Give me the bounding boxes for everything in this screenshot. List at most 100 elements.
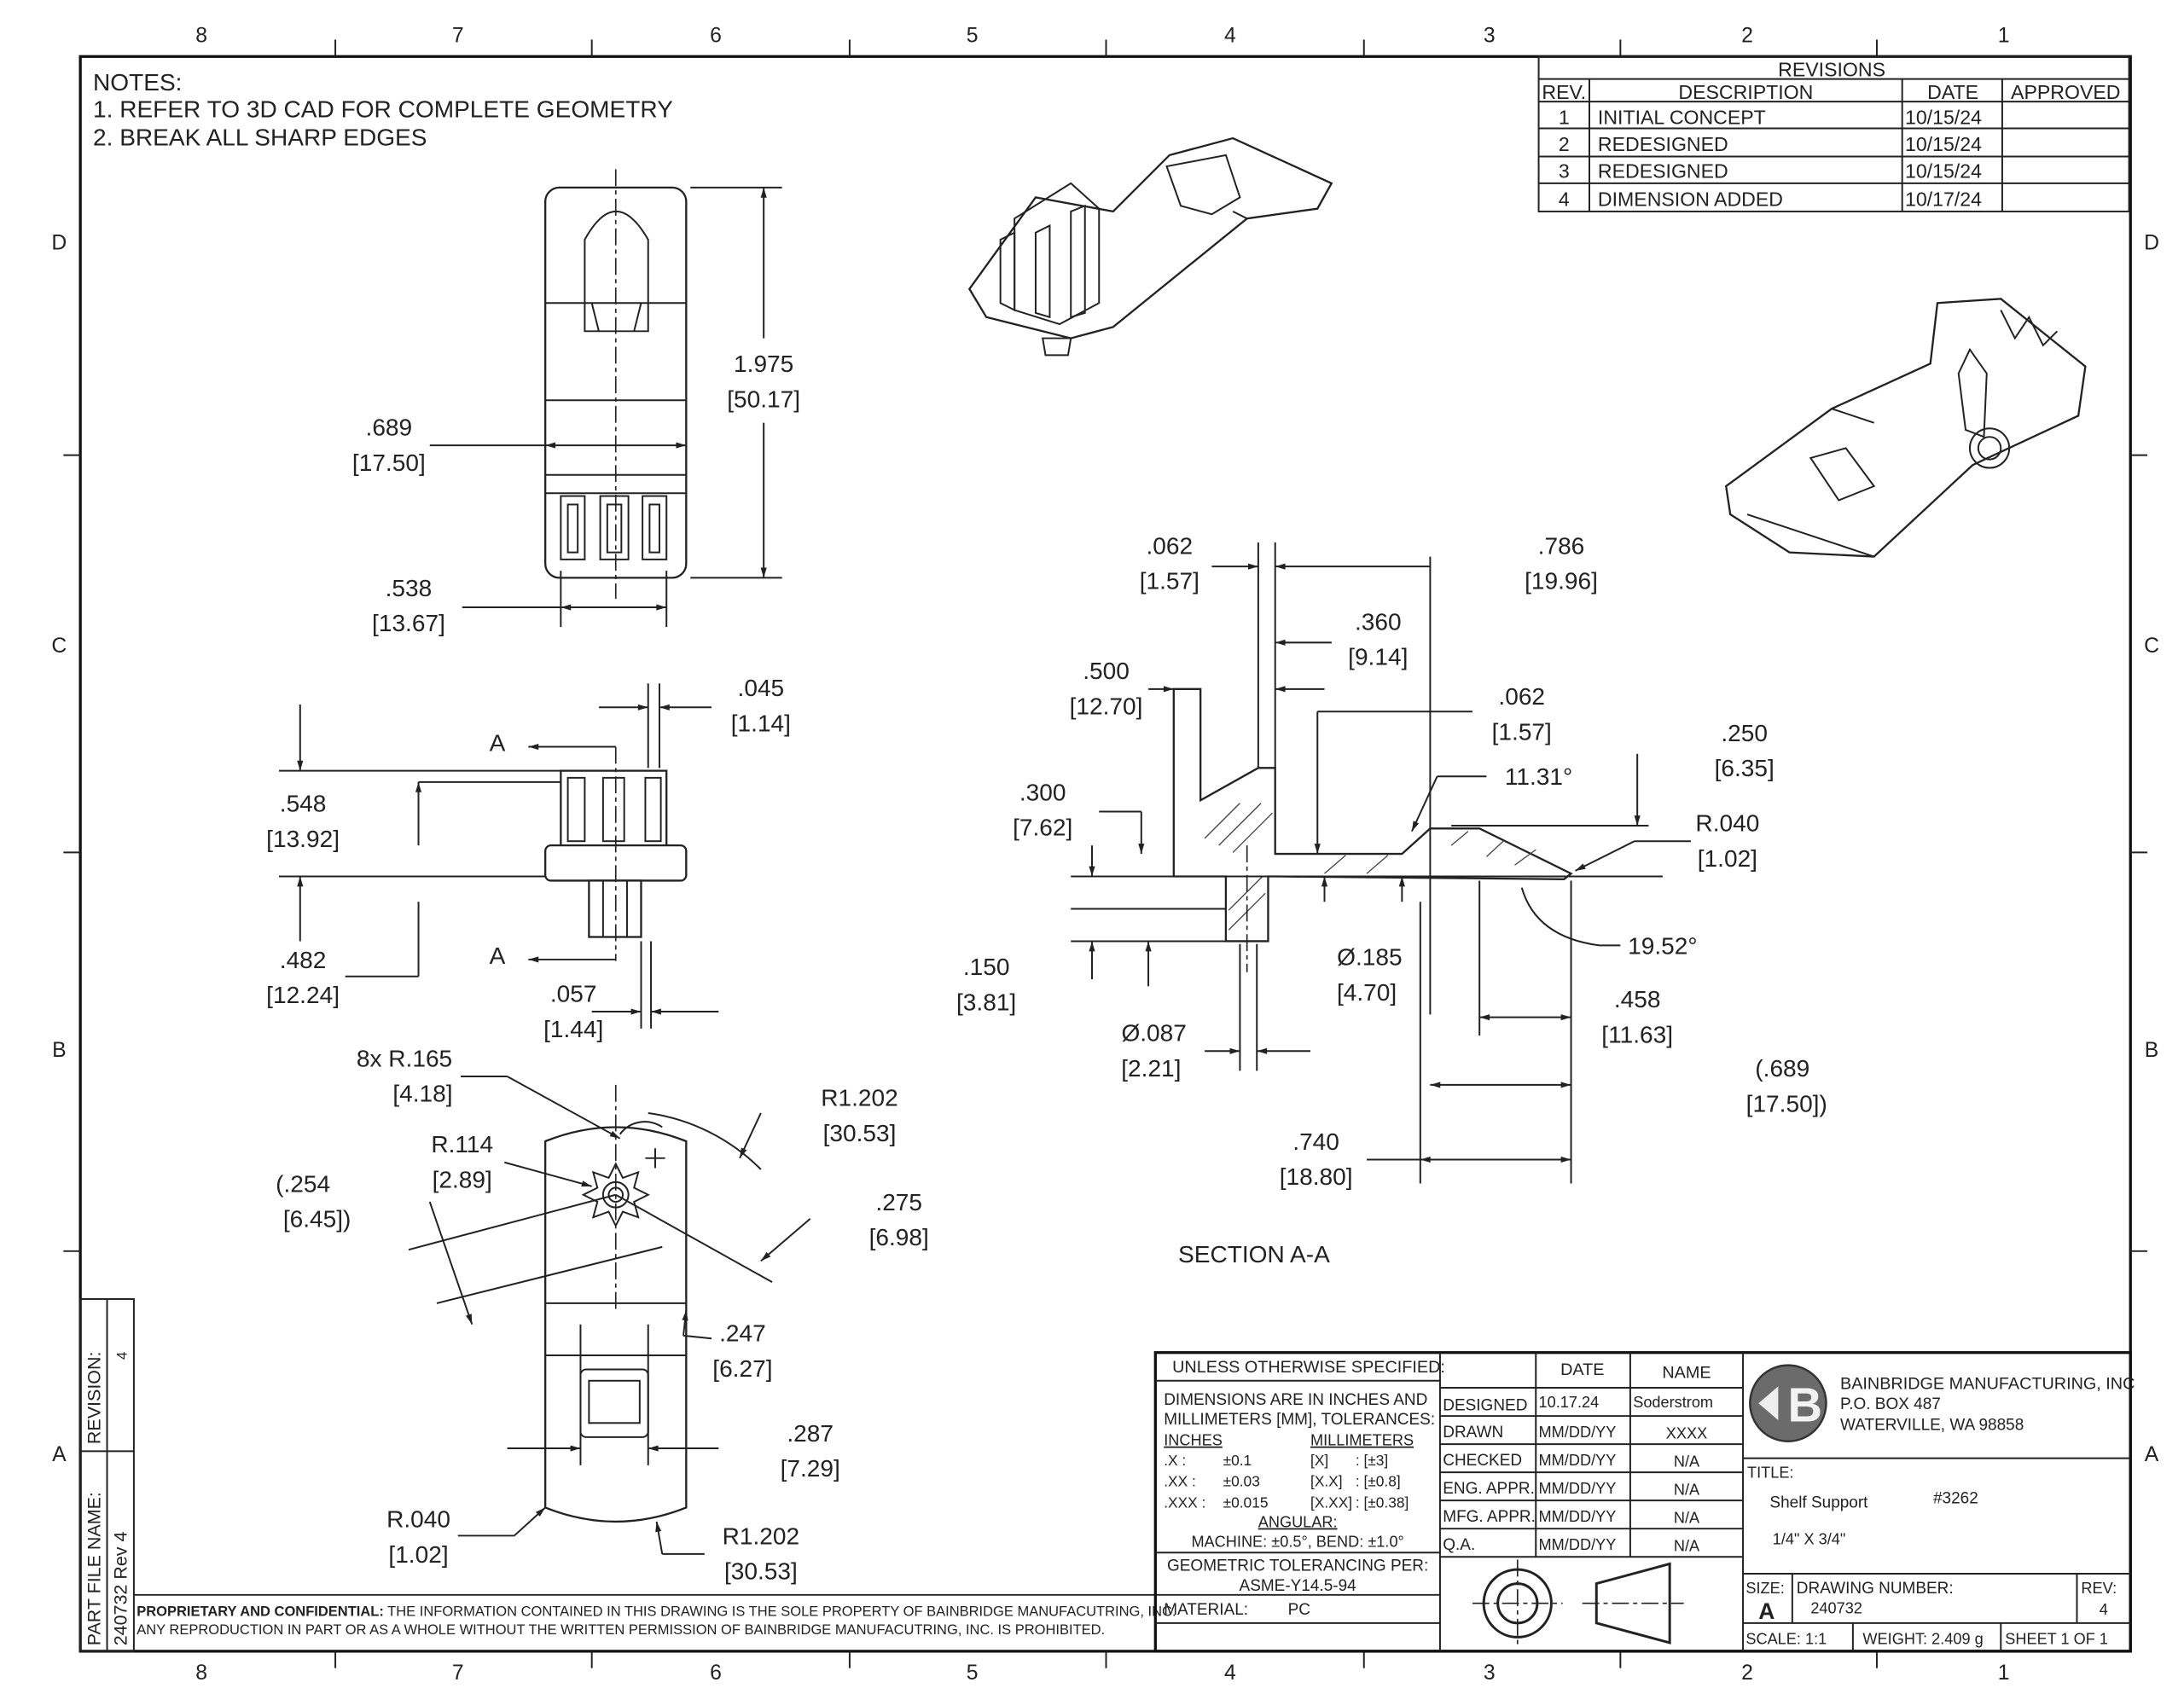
rev-number: 4 <box>1559 188 1570 210</box>
dim-value-mm: [4.70] <box>1337 979 1397 1006</box>
dim-value: .300 <box>1019 779 1066 805</box>
dim-value: .250 <box>1721 720 1768 746</box>
dim-value: 8x R.165 <box>357 1045 452 1071</box>
zone-labels: 8 7 6 5 4 3 2 1 8 7 6 5 4 3 2 1 D C B A … <box>51 25 2159 1685</box>
zone-col: 5 <box>967 25 979 48</box>
isometric-view-2 <box>1724 298 2087 558</box>
dim-value: R.114 <box>431 1131 493 1157</box>
dim-value-mm: [17.50]) <box>1746 1090 1827 1117</box>
rev-date: 10/17/24 <box>1905 188 1982 210</box>
dim-value-mm: [2.21] <box>1121 1055 1181 1082</box>
dim-value: R1.202 <box>821 1085 898 1111</box>
name-header: NAME <box>1662 1363 1711 1382</box>
approval-date: MM/DD/YY <box>1539 1424 1617 1441</box>
dim-value-mm: [1.14] <box>731 710 791 736</box>
dim-value: .689 <box>366 415 413 441</box>
zone-col: 6 <box>710 1662 722 1685</box>
mm-header: MILLIMETERS <box>1310 1432 1414 1449</box>
rev-header: DATE <box>1927 81 1978 103</box>
sheet: SHEET 1 OF 1 <box>2005 1631 2108 1648</box>
approval-role: DRAWN <box>1443 1424 1503 1441</box>
zone-col: 3 <box>1484 25 1496 48</box>
tol-in: .XXX : <box>1164 1494 1205 1511</box>
dim-value-mm: [12.24] <box>266 982 340 1008</box>
dim-value: .150 <box>963 954 1010 980</box>
dim-value-mm: [4.18] <box>392 1081 452 1107</box>
tol-mm: [X.X] <box>1310 1473 1343 1490</box>
angle-value: 11.31° <box>1505 763 1572 790</box>
title-label: TITLE: <box>1747 1465 1793 1482</box>
scale: SCALE: 1:1 <box>1745 1631 1827 1648</box>
zone-row: D <box>2144 232 2159 255</box>
approval-name: N/A <box>1674 1510 1700 1527</box>
dim-value: .062 <box>1147 532 1194 559</box>
dim-value: Ø.087 <box>1121 1020 1186 1047</box>
bottom-view: 8x R.165 [4.18] R1.202 [30.53] R.114 [2.… <box>276 1045 929 1584</box>
top-view: .689 [17.50] 1.975 [50.17] .538 [13.67] <box>352 169 800 636</box>
unless-specified: UNLESS OTHERWISE SPECIFIED: <box>1172 1358 1445 1377</box>
approval-name: XXXX <box>1666 1424 1707 1441</box>
dim-value: .045 <box>738 675 785 701</box>
dim-value: .360 <box>1355 608 1402 635</box>
dims-note: DIMENSIONS ARE IN INCHES AND <box>1164 1391 1427 1409</box>
tol-mm-value: : [±0.8] <box>1356 1473 1401 1490</box>
approval-row: DRAWN MM/DD/YY XXXX <box>1443 1424 1707 1442</box>
rev-label: REV: <box>2081 1580 2117 1597</box>
section-marker: A <box>490 729 506 756</box>
dim-value: .538 <box>386 575 433 601</box>
dim-value: Ø.185 <box>1337 944 1402 971</box>
notes-title: NOTES: <box>93 69 182 96</box>
dim-value-mm: [30.53] <box>724 1558 798 1585</box>
approval-row: MFG. APPR. MM/DD/YY N/A <box>1443 1508 1700 1527</box>
dim-value-mm: [13.92] <box>266 826 340 852</box>
approval-date: MM/DD/YY <box>1539 1452 1617 1469</box>
title-block: UNLESS OTHERWISE SPECIFIED: DIMENSIONS A… <box>1153 1351 2135 1653</box>
revisions-title: REVISIONS <box>1778 58 1885 80</box>
dim-value-mm: [17.50] <box>352 450 426 476</box>
date-header: DATE <box>1560 1360 1604 1379</box>
drawing-number: 240732 <box>1810 1599 1862 1616</box>
rev-header: REV. <box>1542 81 1586 103</box>
material-label: MATERIAL: <box>1164 1601 1248 1619</box>
tolerance-row: .XX : ±0.03 [X.X] : [±0.8] <box>1164 1473 1400 1490</box>
size-label: SIZE: <box>1745 1580 1784 1597</box>
dim-value: .247 <box>719 1320 766 1347</box>
dim-value: .482 <box>280 947 327 973</box>
angular-label: ANGULAR: <box>1258 1514 1338 1531</box>
zone-row: B <box>52 1039 67 1062</box>
rev-description: DIMENSION ADDED <box>1598 188 1783 210</box>
tolerance-row: .X : ±0.1 [X] : [±3] <box>1164 1452 1388 1469</box>
size-description: 1/4" X 3/4" <box>1773 1530 1846 1547</box>
rev-number: 1 <box>1559 107 1570 129</box>
zone-col: 7 <box>452 25 464 48</box>
rev-number: 2 <box>1559 133 1570 155</box>
third-angle-projection-icon <box>1472 1559 1684 1649</box>
revision-value: 4 <box>115 1352 131 1360</box>
dim-value-mm: [9.14] <box>1348 644 1408 670</box>
tol-in: .X : <box>1164 1452 1186 1469</box>
section-marker: A <box>490 943 506 969</box>
dim-value: (.254 <box>276 1170 330 1197</box>
weight: WEIGHT: 2.409 g <box>1862 1631 1983 1648</box>
rev-date: 10/15/24 <box>1905 133 1982 155</box>
dim-value-mm: [3.81] <box>956 989 1016 1015</box>
dim-value: .287 <box>787 1420 834 1447</box>
zone-col: 7 <box>452 1662 464 1685</box>
zone-col: 4 <box>1224 1662 1236 1685</box>
rev-date: 10/15/24 <box>1905 107 1982 129</box>
approval-role: DESIGNED <box>1443 1396 1527 1414</box>
approval-role: MFG. APPR. <box>1443 1508 1536 1526</box>
rev-header: DESCRIPTION <box>1678 81 1813 103</box>
dim-value: .062 <box>1498 683 1545 710</box>
rev-date: 10/15/24 <box>1905 160 1982 182</box>
note-item: 1. REFER TO 3D CAD FOR COMPLETE GEOMETRY <box>93 96 673 122</box>
approval-name: N/A <box>1674 1538 1700 1555</box>
revision-row: 4 DIMENSION ADDED 10/17/24 <box>1559 188 1982 210</box>
dim-value-mm: [2.89] <box>433 1166 492 1192</box>
zone-col: 8 <box>195 25 207 48</box>
part-file-value: 240732 Rev 4 <box>111 1532 131 1646</box>
drawing-number-label: DRAWING NUMBER: <box>1797 1580 1954 1598</box>
revision-row: 3 REDESIGNED 10/15/24 <box>1559 160 1982 182</box>
dim-value-mm: [12.70] <box>1070 693 1143 720</box>
